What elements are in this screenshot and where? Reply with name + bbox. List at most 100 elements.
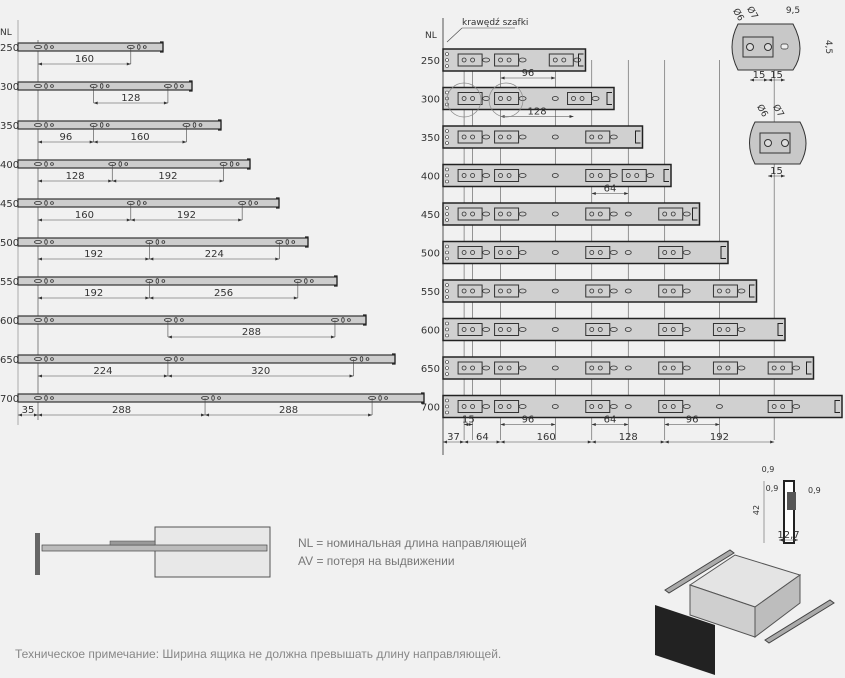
right-bottom-dimension-label: 37	[447, 432, 460, 443]
left-small-hole	[105, 123, 110, 127]
left-round-hole	[304, 278, 308, 284]
right-edge-hole	[445, 283, 449, 287]
bracket-hole	[589, 173, 595, 178]
bracket-hole	[771, 365, 777, 371]
bracket-hole	[589, 134, 595, 140]
bracket-hole	[461, 96, 467, 101]
bracket-hole	[506, 173, 512, 178]
bracket-hole	[589, 288, 595, 294]
bracket-hole	[498, 173, 503, 178]
bracket-hole	[579, 96, 585, 101]
bracket-slot	[573, 57, 582, 63]
left-small-hole	[217, 396, 221, 400]
bracket-hole	[470, 211, 475, 217]
mounting-bracket	[457, 130, 483, 144]
left-round-hole	[99, 122, 104, 128]
right-nl-label: 250	[421, 56, 440, 67]
left-round-hole	[155, 278, 160, 284]
left-slot-hole	[34, 239, 42, 244]
left-small-hole	[198, 123, 203, 127]
left-round-hole	[99, 83, 104, 89]
right-edge-hole	[445, 244, 449, 249]
mounting-bracket	[658, 361, 684, 375]
left-round-hole	[211, 395, 215, 401]
right-edge-hole	[445, 212, 449, 216]
bracket-slot	[682, 250, 691, 255]
bracket-detail-2-hole	[781, 139, 789, 147]
schematic-drawer	[154, 526, 271, 578]
right-nl-label: 350	[421, 133, 440, 144]
bracket-slot	[609, 250, 618, 255]
left-small-hole	[347, 318, 351, 322]
bracket-hole	[670, 365, 676, 371]
left-rail-end-bracket	[334, 275, 338, 287]
right-dimension-label: 15	[462, 415, 475, 426]
right-dimension-label: 96	[522, 415, 535, 426]
mounting-bracket	[658, 323, 684, 336]
left-slot-hole	[34, 200, 42, 205]
left-round-hole	[44, 161, 48, 167]
right-edge-hole	[445, 135, 449, 139]
cabinet-edge-label: krawędź szafki	[462, 18, 528, 28]
bracket-hole	[662, 250, 668, 255]
right-bottom-dimension-label: 128	[619, 432, 638, 443]
right-nl-label: 400	[421, 172, 440, 183]
left-dimension-label: 128	[121, 93, 140, 104]
detail-2-15-dim-arrows	[768, 174, 785, 178]
edge-leader-arrow	[446, 27, 463, 43]
mounting-bracket	[494, 246, 520, 259]
left-slot-hole	[34, 317, 42, 322]
left-dimension-label: 192	[158, 171, 177, 182]
bracket-slot	[518, 327, 527, 332]
left-small-hole	[180, 357, 184, 361]
mounting-bracket	[457, 361, 483, 375]
right-edge-hole	[445, 64, 449, 68]
bracket-slot	[518, 288, 527, 294]
right-rail-end-notch	[606, 92, 612, 105]
bracket-slot	[682, 404, 691, 409]
bracket-hole	[589, 250, 595, 255]
right-edge-hole	[445, 398, 449, 403]
mounting-bracket	[658, 284, 684, 298]
profile-0-9-mid: 0,9	[766, 484, 779, 493]
mounting-bracket	[585, 400, 611, 413]
left-nl-label: 250	[0, 43, 19, 54]
legend: NL = номинальная длина направляющей AV =…	[298, 534, 527, 570]
bracket-hole	[498, 288, 503, 294]
bracket-hole	[780, 365, 786, 371]
bracket-hole	[589, 365, 595, 371]
bracket-hole	[461, 365, 467, 371]
bracket-hole	[717, 365, 722, 371]
left-rail-end-bracket	[363, 314, 367, 326]
mounting-bracket	[585, 323, 611, 336]
bracket-slot	[482, 288, 490, 294]
mounting-bracket	[567, 92, 593, 105]
left-nl-label: 700	[0, 394, 19, 405]
bracket-detail-1-oval	[780, 43, 789, 50]
mounting-bracket	[457, 92, 483, 105]
bracket-hole	[506, 327, 512, 332]
right-round-hole	[551, 96, 559, 101]
bracket-hole	[461, 288, 467, 294]
bracket-slot	[609, 404, 618, 409]
right-edge-hole	[445, 58, 449, 62]
bracket-slot	[792, 365, 801, 371]
left-small-hole	[50, 318, 54, 322]
right-edge-hole	[445, 250, 449, 255]
right-rail-end-notch	[663, 169, 669, 182]
bracket-slot	[482, 173, 490, 178]
left-small-hole	[50, 162, 54, 166]
bracket-hole	[597, 211, 603, 217]
left-small-hole	[180, 318, 184, 322]
left-nl-label: 650	[0, 355, 19, 366]
left-rail	[17, 354, 396, 364]
mounting-bracket	[585, 246, 611, 259]
bracket-slot	[609, 327, 618, 332]
left-dimension-label: 160	[75, 210, 94, 221]
mounting-bracket	[658, 207, 684, 221]
bracket-hole	[506, 211, 512, 217]
right-edge-hole	[445, 327, 449, 332]
left-round-hole	[378, 395, 382, 401]
left-nl-label: 450	[0, 199, 19, 210]
mounting-bracket	[457, 169, 483, 182]
